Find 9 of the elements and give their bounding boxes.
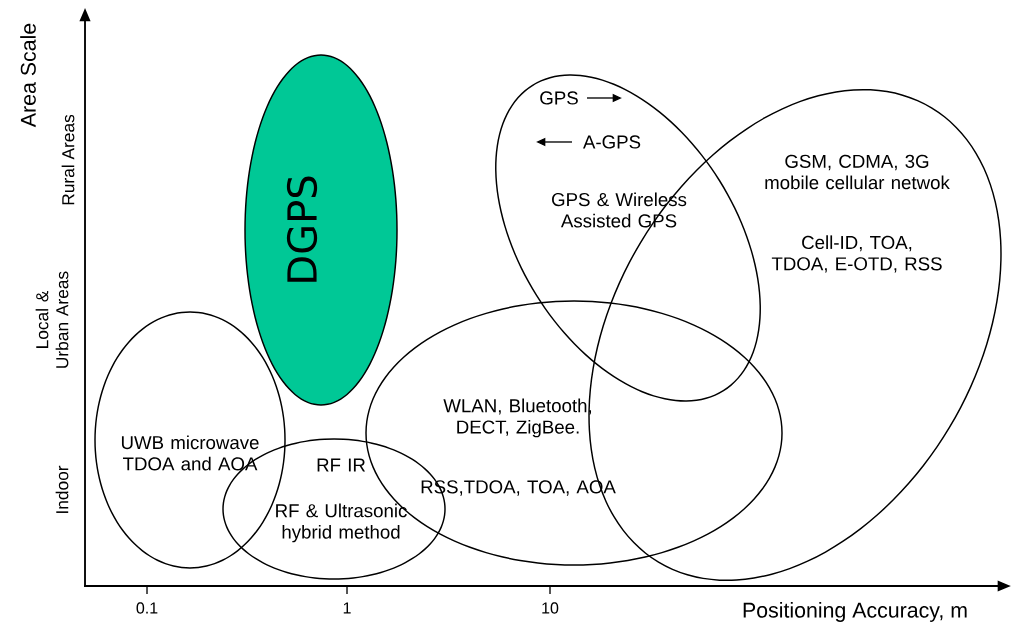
axis-title: Area Scale: [20, 23, 36, 128]
axis-label: Indoor: [55, 465, 69, 513]
ellipse-region: DGPS: [244, 54, 398, 406]
axis-label: Rural Areas: [61, 114, 75, 205]
axis-label: Local & Urban Areas: [35, 271, 69, 368]
tick-label: 10: [542, 602, 559, 614]
tick-label: 0.1: [136, 602, 158, 614]
tick-label: 1: [343, 602, 351, 614]
axis-title: Positioning Accuracy, m: [743, 602, 967, 622]
